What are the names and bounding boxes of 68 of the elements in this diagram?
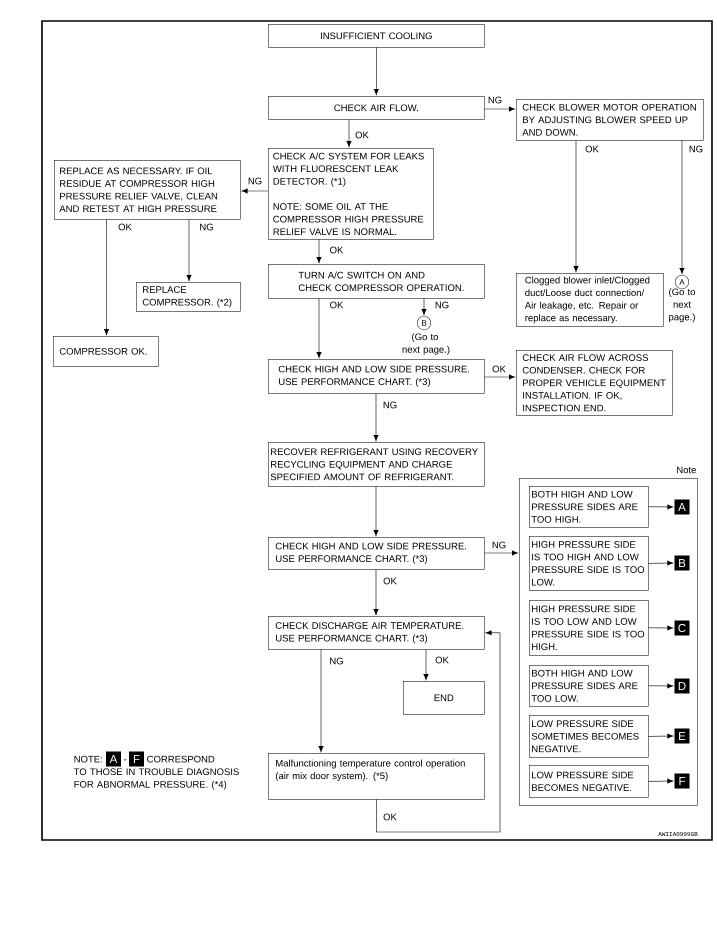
page-reference: (Go to next page.)	[402, 333, 450, 355]
arrow	[648, 734, 674, 739]
panel-heading: Note	[677, 466, 696, 474]
note-text: NOTE: A - F CORRESPOND TO THOSE IN TROUBLE DIAGNOSIS FOR ABNORMAL PRESSURE. (*4)	[74, 752, 239, 790]
edge-label: NG	[434, 300, 450, 310]
edge-label: OK	[382, 576, 398, 586]
arrow	[373, 393, 379, 442]
arrow	[648, 560, 674, 566]
condition-box: HIGH PRESSURE SIDE IS TOO HIGH AND LOW PRESSURE SIDE IS TOO LOW.	[529, 536, 649, 591]
step-box: CHECK AIR FLOW.	[268, 96, 485, 120]
edge-label: OK	[328, 300, 344, 310]
edge-label: NG	[688, 144, 704, 154]
edge-label: OK	[117, 222, 133, 232]
edge-label: OK	[584, 144, 600, 154]
step-box: CHECK AIR FLOW ACROSS CONDENSER. CHECK FOR PROPER VEHICLE EQUIPMENT INSTALLATION. IF OK, INSPECTION END.	[516, 350, 673, 416]
arrow	[186, 219, 192, 282]
step-box: TURN A/C SWITCH ON AND CHECK COMPRESSOR OPERATION.	[268, 264, 485, 299]
step-box: REPLACE AS NECESSARY. IF OIL RESIDUE AT COMPRESSOR HIGH PRESSURE RELIEF VALVE, CLEAN AND RETEST AT HIGH PRESSURE	[54, 160, 241, 220]
step-box: Clogged blower inlet/Clogged duct/Loose duct connection/ Air leakage, etc. Repair or replace as necessary.	[516, 273, 664, 327]
step-box: CHECK DISCHARGE AIR TEMPERATURE. USE PERFORMANCE CHART. (*3)	[268, 616, 485, 650]
edge-label: NG	[198, 222, 215, 232]
edge-label: NG	[328, 656, 345, 666]
edge-label: OK	[491, 364, 507, 374]
arrow	[484, 550, 518, 556]
arrow	[373, 569, 379, 616]
arrow	[104, 219, 110, 336]
arrow	[573, 140, 578, 272]
step-box: CHECK HIGH AND LOW SIDE PRESSURE. USE PERFORMANCE CHART. (*3)	[268, 537, 485, 570]
arrow	[376, 630, 500, 832]
edge-label: NG	[382, 400, 398, 410]
condition-box: LOW PRESSURE SIDE SOMETIMES BECOMES NEGATIVE.	[529, 715, 649, 758]
end-box: END	[403, 681, 485, 715]
arrow	[648, 778, 674, 784]
arrow	[484, 374, 516, 380]
step-box: CHECK A/C SYSTEM FOR LEAKS WITH FLUORESCENT LEAK DETECTOR. (*1) NOTE: SOME OIL AT THE COMPRESSOR HIGH PRESSURE RELIEF VALVE IS NORMAL.	[268, 148, 434, 240]
step-box: REPLACE COMPRESSOR. (*2)	[136, 282, 241, 312]
arrow	[679, 140, 684, 274]
step-box: CHECK BLOWER MOTOR OPERATION BY ADJUSTING BLOWER SPEED UP AND DOWN.	[516, 99, 704, 141]
start-box: INSUFFICIENT COOLING	[268, 24, 485, 48]
arrow	[374, 47, 379, 96]
edge-label: OK	[354, 130, 370, 140]
arrow	[373, 486, 379, 536]
arrow	[423, 649, 428, 680]
step-box: RECOVER REFRIGERANT USING RECOVERY RECYCLING EQUIPMENT AND CHARGE SPECIFIED AMOUNT OF REFRIGERANT.	[268, 442, 485, 487]
arrow	[316, 239, 322, 264]
edge-label: OK	[328, 246, 344, 254]
condition-box: BOTH HIGH AND LOW PRESSURE SIDES ARE TOO HIGH.	[529, 486, 649, 528]
arrow	[421, 298, 427, 316]
arrow	[648, 683, 674, 688]
arrow	[346, 119, 352, 148]
edge-label: NG	[486, 96, 504, 104]
step-box: CHECK HIGH AND LOW SIDE PRESSURE. USE PERFORMANCE CHART. (*3)	[268, 359, 485, 394]
edge-label: NG	[246, 176, 264, 186]
arrow	[318, 649, 324, 752]
edge-label: NG	[490, 540, 508, 550]
condition-box: BOTH HIGH AND LOW PRESSURE SIDES ARE TOO LOW.	[529, 665, 649, 707]
arrow	[484, 106, 516, 112]
arrow	[316, 298, 322, 358]
edge-label: OK	[382, 812, 398, 822]
condition-box: LOW PRESSURE SIDE BECOMES NEGATIVE.	[529, 765, 649, 798]
step-box: COMPRESSOR OK.	[53, 336, 159, 367]
edge-label: OK	[434, 656, 450, 664]
arrow	[648, 504, 674, 510]
condition-box: HIGH PRESSURE SIDE IS TOO LOW AND LOW PRESSURE SIDE IS TOO HIGH.	[529, 600, 649, 656]
arrow	[241, 188, 268, 194]
page-reference: (Go to next page.)	[669, 288, 696, 322]
arrow	[648, 625, 674, 630]
step-box: Malfunctioning temperature control operation (air mix door system). (*5)	[268, 753, 485, 800]
